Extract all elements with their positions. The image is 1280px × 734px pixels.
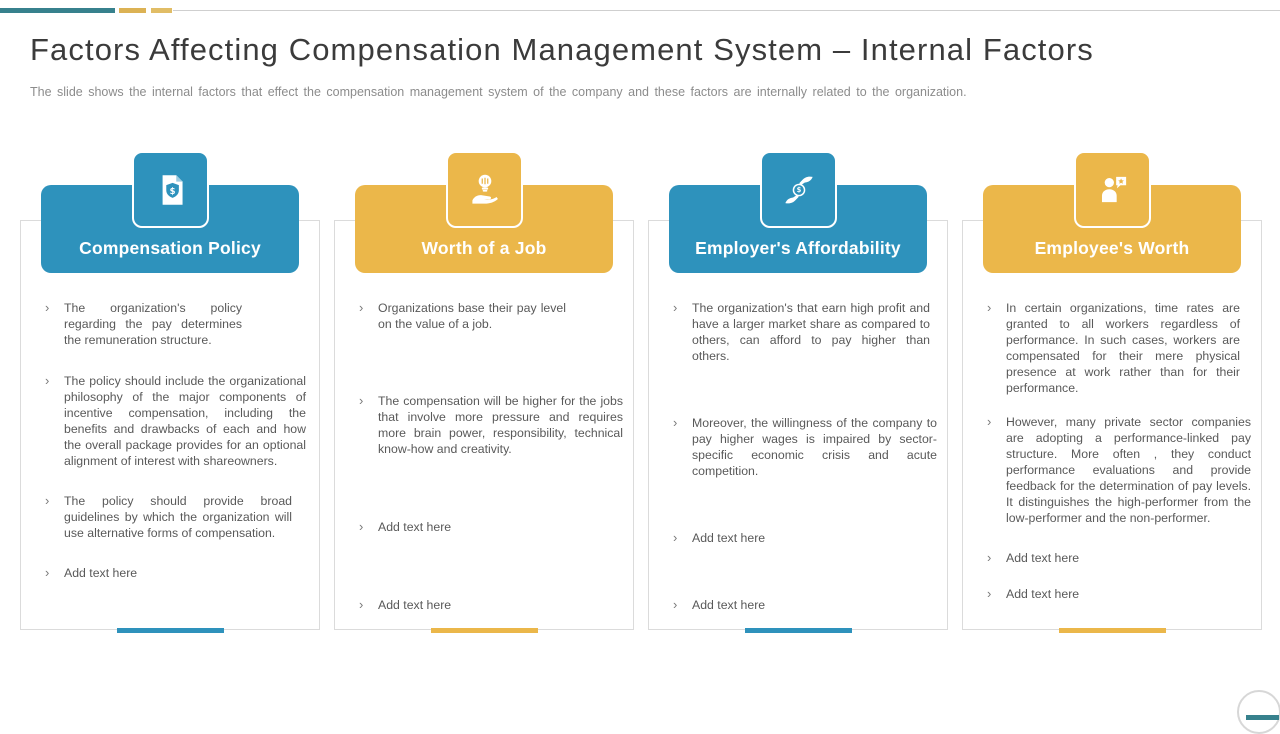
- bullet-text: The policy should provide broad guidelin…: [64, 494, 292, 540]
- icon-tile: $: [132, 151, 209, 228]
- bullet-item: › The policy should include the organiza…: [45, 373, 309, 469]
- card-employees-worth: › In certain organizations, time rates a…: [962, 220, 1262, 630]
- bullet-item: › The compensation will be higher for th…: [359, 393, 623, 457]
- card-accent-bar: [431, 628, 538, 633]
- bullet-list: › In certain organizations, time rates a…: [987, 300, 1251, 602]
- card-accent-bar: [745, 628, 852, 633]
- bullet-item: › The organization's that earn high prof…: [673, 300, 937, 364]
- bullet-item: › Add text here: [359, 519, 623, 535]
- bullet-item: › In certain organizations, time rates a…: [987, 300, 1251, 396]
- bullet-item: › Add text here: [45, 565, 309, 581]
- column-title: Employer's Affordability: [695, 238, 901, 258]
- add-text-placeholder[interactable]: Add text here: [692, 531, 766, 545]
- card-accent-bar: [117, 628, 224, 633]
- chevron-bullet-icon: ›: [45, 565, 50, 580]
- chevron-bullet-icon: ›: [673, 597, 678, 612]
- chevron-bullet-icon: ›: [359, 300, 364, 315]
- bullet-item: › Organizations base their pay level on …: [359, 300, 623, 332]
- bullet-item: › Add text here: [673, 597, 937, 613]
- card-employers-affordability: › The organization's that earn high prof…: [648, 220, 948, 630]
- bullet-text: Moreover, the willingness of the company…: [692, 416, 937, 478]
- hands-dollar-icon: $: [784, 176, 813, 203]
- chevron-bullet-icon: ›: [45, 493, 50, 508]
- bullet-list: › Organizations base their pay level on …: [359, 300, 623, 613]
- card-accent-bar: [1059, 628, 1166, 633]
- chevron-bullet-icon: ›: [987, 414, 992, 429]
- column-title: Worth of a Job: [421, 238, 547, 258]
- shield-document-icon: $: [162, 174, 183, 205]
- bullet-text: However, many private sector companies a…: [1006, 415, 1251, 525]
- topbar-gold-segment-1: [119, 8, 146, 13]
- icon-tile: $: [760, 151, 837, 228]
- decorative-circle: [1237, 690, 1280, 734]
- add-text-placeholder[interactable]: Add text here: [692, 598, 766, 612]
- slide-title: Factors Affecting Compensation Managemen…: [30, 32, 1094, 67]
- icon-tile: [446, 151, 523, 228]
- bullet-item: › Add text here: [673, 530, 937, 546]
- add-text-placeholder[interactable]: Add text here: [1006, 551, 1080, 565]
- chevron-bullet-icon: ›: [673, 415, 678, 430]
- bullet-text: In certain organizations, time rates are…: [1006, 301, 1240, 395]
- svg-text:$: $: [796, 186, 801, 194]
- topbar-hairline: [173, 10, 1280, 11]
- bullet-item: › Add text here: [987, 550, 1251, 566]
- svg-text:$: $: [169, 186, 175, 196]
- idea-hand-icon: [471, 174, 498, 204]
- column-title: Compensation Policy: [79, 238, 261, 258]
- chevron-bullet-icon: ›: [45, 300, 50, 315]
- topbar-teal-segment: [0, 8, 115, 13]
- employee-feedback-icon: [1101, 176, 1126, 202]
- card-worth-of-a-job: › Organizations base their pay level on …: [334, 220, 634, 630]
- decorative-teal-bar: [1246, 715, 1279, 720]
- add-text-placeholder[interactable]: Add text here: [378, 520, 452, 534]
- bullet-item: › The policy should provide broad guidel…: [45, 493, 309, 541]
- column-title: Employee's Worth: [1034, 238, 1190, 258]
- chevron-bullet-icon: ›: [673, 300, 678, 315]
- card-compensation-policy: › The organization's policy regarding th…: [20, 220, 320, 630]
- chevron-bullet-icon: ›: [359, 597, 364, 612]
- bullet-text: The policy should include the organizati…: [64, 374, 306, 468]
- bullet-item: › Add text here: [359, 597, 623, 613]
- bullet-item: › Moreover, the willingness of the compa…: [673, 415, 937, 479]
- add-text-placeholder[interactable]: Add text here: [64, 566, 138, 580]
- chevron-bullet-icon: ›: [45, 373, 50, 388]
- chevron-bullet-icon: ›: [359, 393, 364, 408]
- chevron-bullet-icon: ›: [673, 530, 678, 545]
- bullet-item: › Add text here: [987, 586, 1251, 602]
- add-text-placeholder[interactable]: Add text here: [378, 598, 452, 612]
- bullet-text: The organization's that earn high profit…: [692, 301, 930, 363]
- bullet-list: › The organization's policy regarding th…: [45, 300, 309, 581]
- bullet-list: › The organization's that earn high prof…: [673, 300, 937, 613]
- slide-subtitle: The slide shows the internal factors tha…: [30, 85, 967, 99]
- chevron-bullet-icon: ›: [987, 586, 992, 601]
- bullet-text: The organization's policy regarding the …: [64, 301, 242, 347]
- chevron-bullet-icon: ›: [987, 300, 992, 315]
- bullet-item: › The organization's policy regarding th…: [45, 300, 309, 348]
- chevron-bullet-icon: ›: [987, 550, 992, 565]
- chevron-bullet-icon: ›: [359, 519, 364, 534]
- bullet-item: › However, many private sector companies…: [987, 414, 1251, 526]
- add-text-placeholder[interactable]: Add text here: [1006, 587, 1080, 601]
- topbar-gold-segment-2: [151, 8, 172, 13]
- bullet-text: The compensation will be higher for the …: [378, 394, 623, 456]
- icon-tile: [1074, 151, 1151, 228]
- bullet-text: Organizations base their pay level on th…: [378, 301, 566, 331]
